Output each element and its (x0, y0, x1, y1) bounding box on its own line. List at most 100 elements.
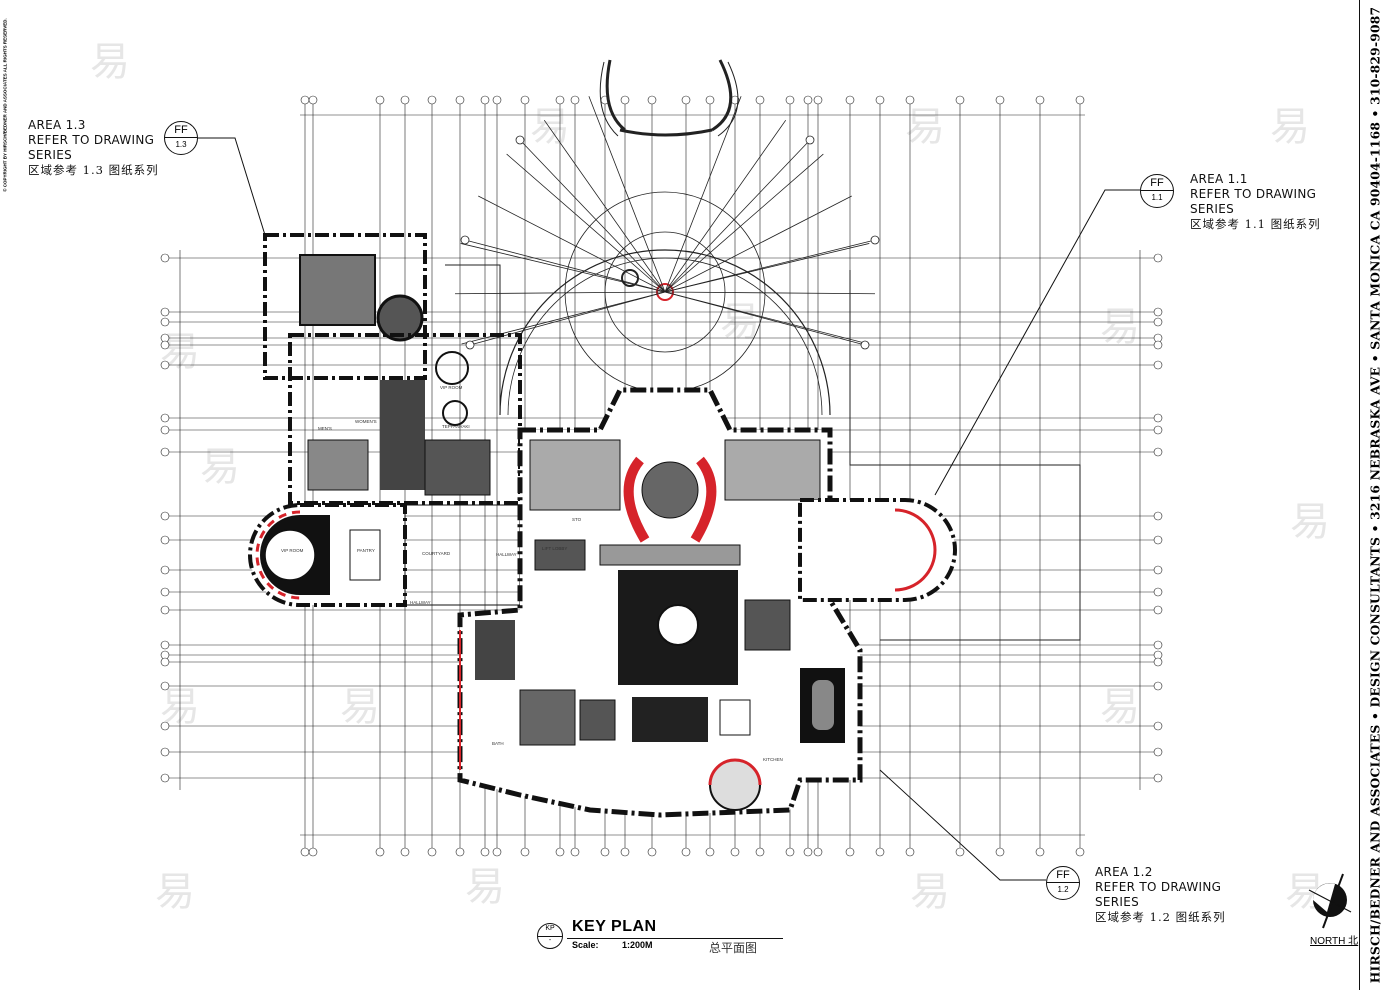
grid-bubble (375, 95, 385, 105)
room-label-vip-room: VIP ROOM (281, 548, 304, 553)
grid-bubble (860, 340, 870, 350)
grid-bubble (465, 340, 475, 350)
grid-bubble (1153, 535, 1163, 545)
radial-line (469, 291, 666, 346)
grid-bubble (620, 847, 630, 857)
grid-bubble (515, 135, 525, 145)
grid-bubble (730, 847, 740, 857)
grid-bubble (480, 95, 490, 105)
grid-bubble (160, 565, 170, 575)
room-label-hallway: HALLWAY (496, 552, 517, 557)
watermark-glyph: 易 (1100, 304, 1140, 350)
room-label-mens: MEN'S (318, 426, 332, 431)
key-plan-title: KEY PLAN (572, 918, 657, 935)
grid-bubble (160, 413, 170, 423)
grid-bubble (955, 95, 965, 105)
grid-bubble (1153, 360, 1163, 370)
grid-bubble (555, 95, 565, 105)
grid-bubble (647, 847, 657, 857)
room-label-sto: STO (572, 517, 582, 522)
grid-bubble (160, 317, 170, 327)
grid-bubble (813, 847, 823, 857)
grid-bubble (570, 847, 580, 857)
grid-bubble (705, 95, 715, 105)
grid-bubble (455, 95, 465, 105)
radial-line (455, 291, 666, 295)
grid-bubble (955, 847, 965, 857)
grid-bubble (785, 95, 795, 105)
grid-bubble (1153, 657, 1163, 667)
grid-bubble (160, 360, 170, 370)
room-label-pantry: PANTRY (357, 548, 375, 553)
building-plan: VIP ROOM PANTRY COURTYARD HALLWAY HALLWA… (248, 233, 957, 818)
grid-bubble (620, 95, 630, 105)
watermark-glyph: 易 (530, 104, 570, 150)
grid-bubble (803, 95, 813, 105)
grid-bubble (755, 95, 765, 105)
grid-bubble (300, 847, 310, 857)
grid-bubble (160, 253, 170, 263)
grid-bubble (455, 847, 465, 857)
radial-line (478, 195, 666, 293)
grid-bubble (1153, 681, 1163, 691)
watermark-glyph: 易 (90, 39, 130, 85)
grid-bubble (1153, 425, 1163, 435)
north-arrow: NORTH 北 (1305, 872, 1358, 947)
radial-line (664, 239, 876, 293)
room-label-kitchen: KITCHEN (763, 757, 783, 762)
floor-plan-drawing: 易易易易易易易易易易易易易易易易 (90, 39, 1330, 915)
room-label-courtyard: COURTYARD (422, 551, 451, 556)
scale-value: 1:200M (622, 940, 653, 950)
grid-bubble (1153, 587, 1163, 597)
grid-bubble (1153, 721, 1163, 731)
grid-bubble (681, 95, 691, 105)
grid-bubble (600, 847, 610, 857)
grid-bubble (1075, 95, 1085, 105)
key-plan-chinese-title: 总平面图 (709, 941, 758, 955)
radial-line (464, 239, 666, 293)
callout-area-1-3: AREA 1.3 REFER TO DRAWING SERIES 区域参考 1.… (28, 118, 159, 177)
grid-bubble (1153, 307, 1163, 317)
grid-bubble (1153, 747, 1163, 757)
radial-line (588, 96, 666, 293)
grid-bubble (480, 847, 490, 857)
callout-bubble-area-1-2[interactable]: FF 1.2 (1046, 866, 1080, 900)
grid-bubble (570, 95, 580, 105)
grid-bubble (160, 721, 170, 731)
grid-bubble (375, 847, 385, 857)
room-label-womens: WOMEN'S (355, 419, 377, 424)
callout-bubble-area-1-3[interactable]: FF 1.3 (164, 121, 198, 155)
firm-info: HIRSCH/BEDNER AND ASSOCIATES • DESIGN CO… (1367, 6, 1383, 984)
grid-bubble (427, 95, 437, 105)
room-label-teppanyaki: TEPPANYAKI (442, 424, 470, 429)
grid-bubble (705, 847, 715, 857)
grid-bubble (647, 95, 657, 105)
grid-bubble (308, 847, 318, 857)
north-arrow-icon (1308, 873, 1352, 929)
grid-bubble (1153, 317, 1163, 327)
watermark-glyph: 易 (910, 869, 950, 915)
callout-bubble-area-1-1[interactable]: FF 1.1 (1140, 174, 1174, 208)
watermark-glyph: 易 (340, 684, 380, 730)
callout-leaders (196, 137, 1140, 881)
grid-bubble (845, 95, 855, 105)
grid-bubble (160, 340, 170, 350)
grid-bubble (160, 773, 170, 783)
grid-bubble (1153, 605, 1163, 615)
radial-line (664, 139, 811, 293)
grid-bubble (160, 425, 170, 435)
grid-bubble (160, 307, 170, 317)
grid-bubble (492, 847, 502, 857)
grid-bubble (160, 681, 170, 691)
grid-bubble (1075, 847, 1085, 857)
grid-bubble (875, 847, 885, 857)
watermark-glyph: 易 (155, 869, 195, 915)
grid-bubble (905, 95, 915, 105)
grid-bubble (400, 847, 410, 857)
scale-label: Scale: (572, 940, 599, 950)
grid-bubble (681, 847, 691, 857)
watermark-glyph: 易 (200, 444, 240, 490)
grid-bubble (1153, 413, 1163, 423)
grid-bubble (160, 511, 170, 521)
watermark-glyph: 易 (1270, 104, 1310, 150)
